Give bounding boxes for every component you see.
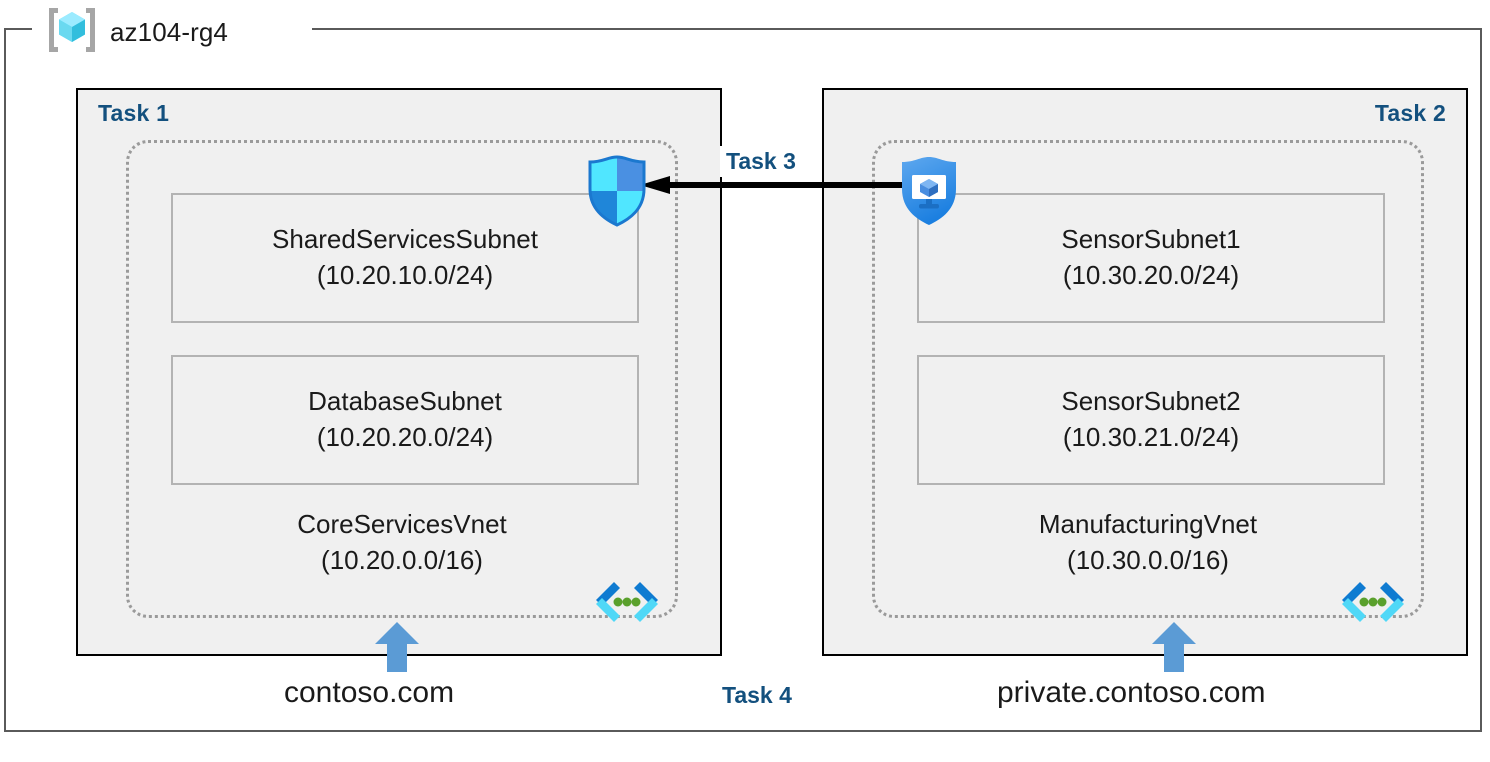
vnet-name: ManufacturingVnet xyxy=(1038,509,1258,540)
vnet-manufacturing[interactable]: SensorSubnet1 (10.30.20.0/24) SensorSubn… xyxy=(872,140,1424,618)
subnet-cidr: (10.30.21.0/24) xyxy=(1062,422,1240,452)
subnet-name: SharedServicesSubnet xyxy=(272,224,538,255)
network-security-group-shield-icon[interactable] xyxy=(586,155,648,227)
subnet-cidr: (10.20.10.0/24) xyxy=(316,260,494,290)
subnet-sensor1[interactable]: SensorSubnet1 (10.30.20.0/24) xyxy=(917,193,1385,323)
subnet-sharedservices[interactable]: SharedServicesSubnet (10.20.10.0/24) xyxy=(171,193,639,323)
vnet-label-2: ManufacturingVnet (10.30.0.0/16) xyxy=(875,507,1421,579)
peering-arrow-icon xyxy=(640,176,912,194)
domain-label-contoso: contoso.com xyxy=(284,676,455,709)
domain-label-private-contoso: private.contoso.com xyxy=(997,676,1266,709)
subnet-name: DatabaseSubnet xyxy=(308,386,502,417)
subnet-cidr: (10.30.20.0/24) xyxy=(1062,260,1240,290)
task-label-3: Task 3 xyxy=(720,146,802,177)
subnet-cidr: (10.20.20.0/24) xyxy=(316,422,494,452)
dns-code-icon[interactable] xyxy=(1338,578,1408,626)
subnet-name: SensorSubnet1 xyxy=(1061,224,1241,255)
vnet-label-1: CoreServicesVnet (10.20.0.0/16) xyxy=(129,507,675,579)
dns-code-icon[interactable] xyxy=(592,578,662,626)
resource-group-name: az104-rg4 xyxy=(110,16,228,47)
task-label-4: Task 4 xyxy=(722,682,792,708)
resource-group-frame xyxy=(4,28,1482,732)
vnet-name: CoreServicesVnet xyxy=(297,509,507,540)
subnet-sensor2[interactable]: SensorSubnet2 (10.30.21.0/24) xyxy=(917,355,1385,485)
azure-bastion-icon[interactable] xyxy=(898,155,960,227)
vnet-cidr: (10.20.0.0/16) xyxy=(321,545,483,576)
dns-link-arrow-icon-2 xyxy=(1152,622,1196,672)
vnet-coreservices[interactable]: SharedServicesSubnet (10.20.10.0/24) Dat… xyxy=(126,140,678,618)
vnet-cidr: (10.30.0.0/16) xyxy=(1067,545,1229,576)
subnet-database[interactable]: DatabaseSubnet (10.20.20.0/24) xyxy=(171,355,639,485)
resource-group-icon xyxy=(44,4,100,61)
task-label-2: Task 2 xyxy=(1374,100,1446,126)
subnet-name: SensorSubnet2 xyxy=(1061,386,1241,417)
task-label-1: Task 1 xyxy=(98,100,170,126)
resource-group-title: az104-rg4 xyxy=(38,5,234,59)
dns-link-arrow-icon-1 xyxy=(375,622,419,672)
